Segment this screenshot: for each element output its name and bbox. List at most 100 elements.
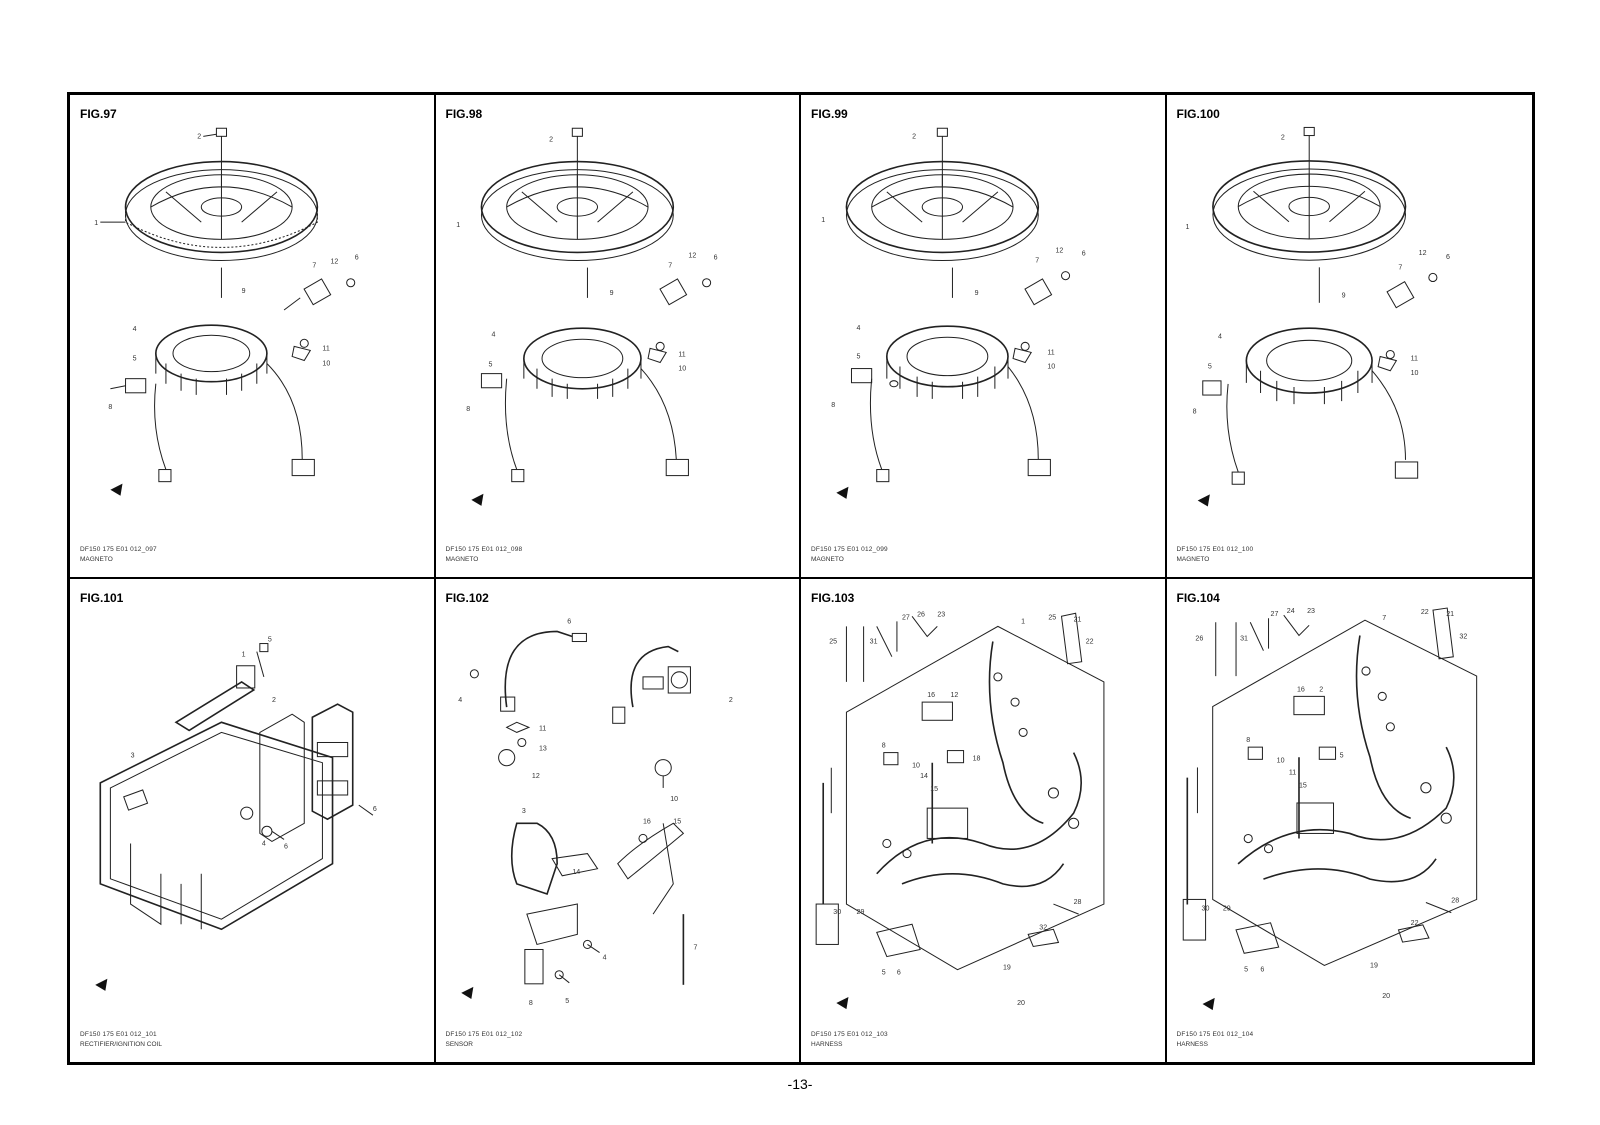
figure-caption: HARNESS — [1176, 1041, 1208, 1048]
svg-text:21: 21 — [1446, 610, 1454, 618]
svg-text:27: 27 — [1270, 610, 1278, 618]
svg-text:23: 23 — [1307, 607, 1315, 615]
svg-text:25: 25 — [1048, 614, 1056, 621]
svg-text:12: 12 — [1418, 249, 1426, 257]
svg-text:5: 5 — [565, 998, 569, 1005]
svg-text:14: 14 — [572, 868, 580, 875]
svg-text:15: 15 — [673, 818, 681, 825]
svg-text:10: 10 — [670, 796, 678, 803]
svg-text:12: 12 — [688, 252, 696, 259]
svg-text:6: 6 — [1082, 250, 1086, 257]
svg-text:11: 11 — [1410, 355, 1417, 363]
svg-text:10: 10 — [1276, 756, 1284, 764]
svg-text:9: 9 — [1341, 292, 1345, 300]
figure-caption: MAGNETO — [1176, 555, 1210, 563]
svg-text:5: 5 — [857, 353, 861, 360]
svg-text:10: 10 — [678, 366, 686, 373]
svg-text:4: 4 — [491, 331, 495, 338]
svg-text:2: 2 — [197, 133, 201, 140]
svg-text:5: 5 — [1207, 363, 1211, 371]
svg-text:9: 9 — [242, 288, 246, 295]
svg-text:9: 9 — [609, 290, 613, 297]
svg-text:27: 27 — [902, 614, 910, 621]
svg-text:12: 12 — [531, 772, 539, 779]
svg-text:8: 8 — [1246, 736, 1250, 744]
svg-text:5: 5 — [268, 636, 272, 643]
svg-text:3: 3 — [521, 808, 525, 815]
svg-text:12: 12 — [331, 259, 339, 266]
svg-text:5: 5 — [488, 362, 492, 369]
svg-text:4: 4 — [1217, 332, 1221, 340]
svg-text:26: 26 — [917, 611, 925, 618]
svg-text:6: 6 — [897, 969, 901, 976]
svg-text:2: 2 — [1280, 134, 1284, 142]
svg-text:1: 1 — [821, 217, 825, 224]
svg-text:1: 1 — [94, 220, 98, 227]
drawing-code: DF150 175 E01 012_097 — [80, 545, 157, 553]
svg-text:8: 8 — [831, 402, 835, 409]
drawing-code: DF150 175 E01 012_103 — [811, 1031, 888, 1038]
svg-text:26: 26 — [1195, 634, 1203, 642]
svg-text:13: 13 — [538, 745, 546, 752]
svg-text:21: 21 — [1074, 616, 1082, 623]
svg-text:30: 30 — [833, 909, 841, 916]
svg-text:7: 7 — [1398, 263, 1402, 271]
svg-text:15: 15 — [1298, 781, 1306, 789]
svg-text:5: 5 — [133, 355, 137, 362]
svg-text:23: 23 — [937, 611, 945, 618]
svg-text:31: 31 — [1240, 634, 1248, 642]
svg-text:6: 6 — [1260, 965, 1264, 973]
svg-text:22: 22 — [1410, 918, 1418, 926]
figure-caption: SENSOR — [445, 1041, 473, 1048]
svg-text:7: 7 — [312, 263, 316, 270]
svg-text:24: 24 — [1286, 607, 1294, 615]
figure-label: FIG.101 — [80, 590, 124, 605]
svg-text:12: 12 — [950, 692, 958, 699]
svg-text:29: 29 — [857, 909, 865, 916]
svg-text:6: 6 — [1446, 253, 1450, 261]
svg-text:16: 16 — [927, 692, 935, 699]
svg-text:8: 8 — [108, 404, 112, 411]
svg-text:20: 20 — [1017, 1000, 1025, 1007]
svg-text:20: 20 — [1382, 991, 1390, 999]
svg-text:10: 10 — [912, 762, 920, 769]
svg-text:7: 7 — [1382, 614, 1386, 622]
svg-text:11: 11 — [538, 725, 545, 732]
drawing-code: DF150 175 E01 012_100 — [1176, 545, 1254, 553]
drawing-code: DF150 175 E01 012_099 — [811, 545, 888, 553]
svg-text:5: 5 — [1244, 965, 1248, 973]
svg-text:11: 11 — [1288, 768, 1295, 776]
drawing-code: DF150 175 E01 012_102 — [445, 1031, 523, 1038]
figure-caption: MAGNETO — [80, 555, 113, 563]
figure-grid: FIG.97 1 2 — [67, 92, 1535, 1065]
svg-text:11: 11 — [322, 345, 329, 352]
figure-label: FIG.98 — [445, 107, 483, 121]
svg-text:28: 28 — [1451, 896, 1459, 904]
figure-panel-97: FIG.97 1 2 — [70, 95, 436, 579]
svg-text:19: 19 — [1370, 961, 1378, 969]
svg-text:2: 2 — [912, 133, 916, 140]
svg-text:8: 8 — [1192, 407, 1196, 415]
figure-label: FIG.104 — [1176, 590, 1220, 605]
svg-text:22: 22 — [1086, 638, 1094, 645]
svg-text:4: 4 — [458, 697, 462, 704]
svg-text:8: 8 — [528, 1000, 532, 1007]
drawing-code: DF150 175 E01 012_101 — [80, 1031, 157, 1038]
svg-text:2: 2 — [728, 697, 732, 704]
page-number: -13- — [787, 1076, 813, 1092]
figure-caption: HARNESS — [811, 1041, 843, 1048]
figure-caption: RECTIFIER/IGNITION COIL — [80, 1041, 162, 1048]
figure-label: FIG.97 — [80, 107, 117, 121]
svg-text:2: 2 — [549, 136, 553, 143]
svg-text:6: 6 — [355, 255, 359, 262]
